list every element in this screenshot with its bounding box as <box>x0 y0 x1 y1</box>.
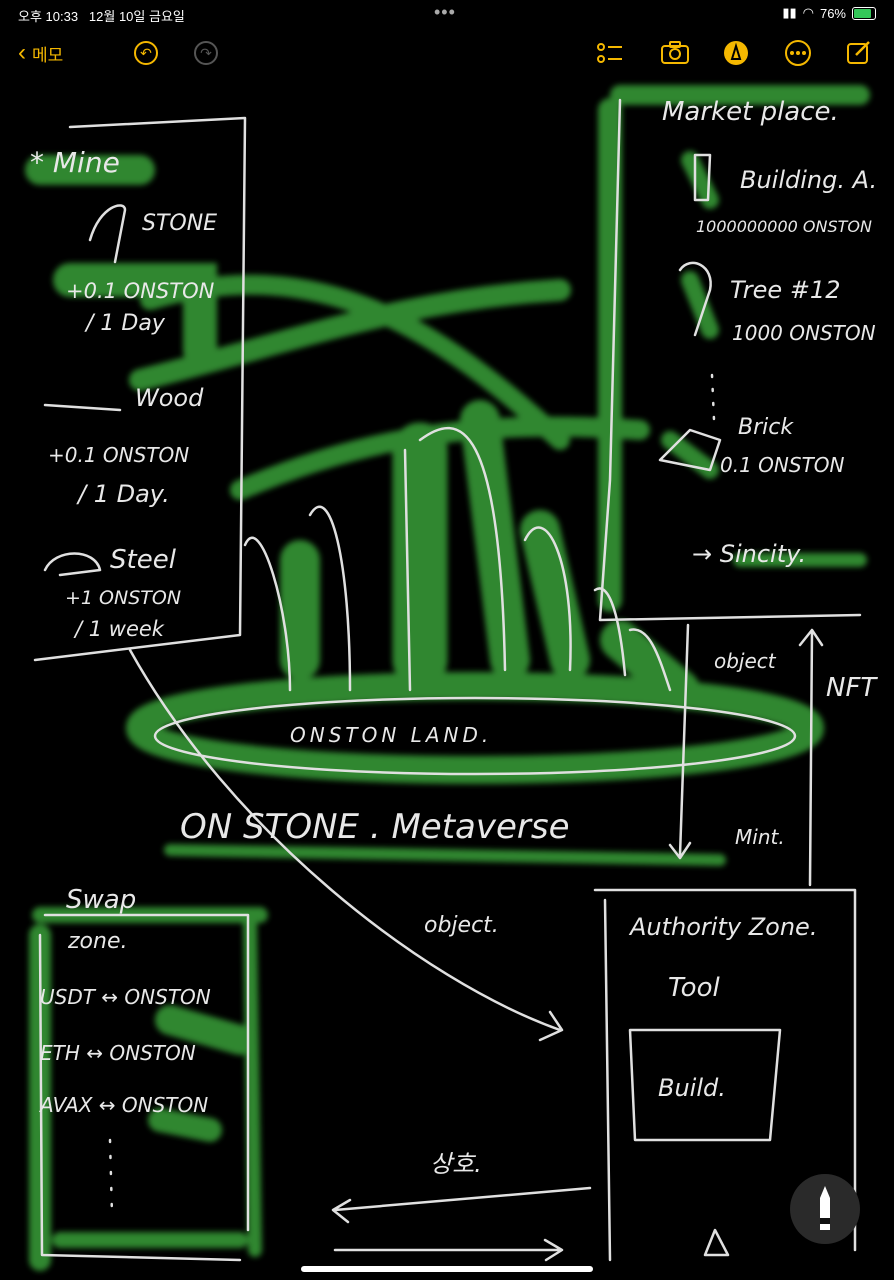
home-indicator[interactable] <box>301 1266 593 1272</box>
mine-wood-period: / 1 Day. <box>76 480 170 508</box>
object-label-1: object <box>714 649 777 673</box>
market-brick: Brick <box>738 415 794 440</box>
object-label-2: object. <box>424 913 499 938</box>
mine-steel-period: / 1 week <box>73 617 165 641</box>
mine-wood-rate: +0.1 ONSTON <box>48 443 189 467</box>
mine-wood: Wood <box>135 384 204 412</box>
mine-stone-period: / 1 Day <box>84 311 166 336</box>
swap-pair-usdt: USDT ↔ ONSTON <box>40 985 211 1009</box>
swap-pair-eth: ETH ↔ ONSTON <box>40 1041 196 1065</box>
metaverse-label: ON STONE . Metaverse <box>180 807 570 847</box>
mine-steel: Steel <box>110 545 177 575</box>
pencil-tool-button[interactable] <box>790 1174 860 1244</box>
mine-stone-rate: +0.1 ONSTON <box>66 279 215 303</box>
market-title: Market place. <box>662 97 839 127</box>
market-building-price: 1000000000 ONSTON <box>696 217 872 236</box>
nft-label: NFT <box>826 673 878 703</box>
highlighter-strokes <box>40 95 860 1260</box>
market-building: Building. A. <box>740 166 877 194</box>
authority-title: Authority Zone. <box>628 913 817 941</box>
land-label: ONSTON LAND. <box>290 723 492 747</box>
market-tree-price: 1000 ONSTON <box>732 321 876 345</box>
mine-stone: STONE <box>142 211 217 236</box>
mint-label: Mint. <box>735 825 785 849</box>
market-tree: Tree #12 <box>730 276 840 304</box>
swap-zone: zone. <box>67 929 127 954</box>
authority-build: Build. <box>658 1074 726 1102</box>
swap-pair-avax: AVAX ↔ ONSTON <box>38 1093 208 1117</box>
swap-title: Swap <box>66 885 136 915</box>
market-brick-price: 0.1 ONSTON <box>720 453 845 477</box>
mine-steel-rate: +1 ONSTON <box>65 587 181 609</box>
trade-label: 상호. <box>430 1150 482 1178</box>
market-sincity: → Sincity. <box>692 540 806 568</box>
pencil-icon <box>790 1174 860 1244</box>
authority-tool: Tool <box>668 973 720 1003</box>
mine-title: * Mine <box>30 146 120 179</box>
